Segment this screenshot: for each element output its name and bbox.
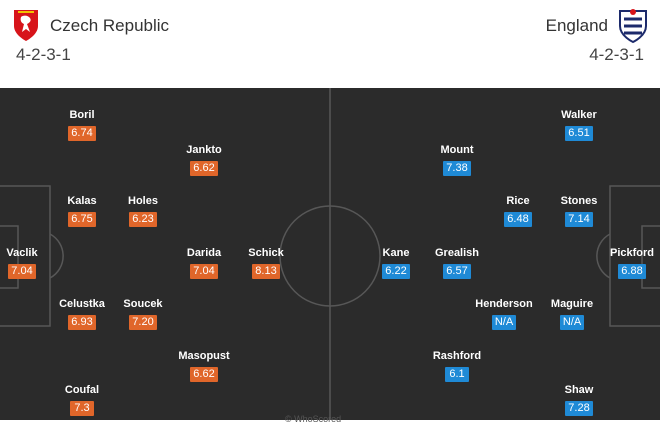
player-name: Darida	[186, 247, 222, 259]
player-rating: 8.13	[252, 264, 280, 279]
player-grealish[interactable]: Grealish 6.57	[417, 247, 497, 279]
player-name: Masopust	[178, 350, 230, 362]
player-coufal[interactable]: Coufal 7.3	[42, 384, 122, 416]
match-header: Czech Republic 4-2-3-1 England 4-2-3-1	[0, 0, 660, 82]
player-rating: N/A	[559, 315, 585, 330]
player-kane[interactable]: Kane 6.22	[356, 247, 436, 279]
player-name: Pickford	[609, 247, 654, 259]
pitch: Boril 6.74 Jankto 6.62 Kalas 6.75 Holes …	[0, 88, 660, 420]
player-name: Schick	[248, 247, 284, 259]
player-rating: 6.1	[445, 367, 469, 382]
player-rating: 6.75	[68, 212, 96, 227]
player-walker[interactable]: Walker 6.51	[539, 109, 619, 141]
player-rating: N/A	[491, 315, 517, 330]
player-rating: 7.3	[70, 401, 94, 416]
player-darida[interactable]: Darida 7.04	[164, 247, 244, 279]
player-shaw[interactable]: Shaw 7.28	[539, 384, 619, 416]
player-jankto[interactable]: Jankto 6.62	[164, 144, 244, 176]
player-schick[interactable]: Schick 8.13	[226, 247, 306, 279]
player-name: Boril	[69, 109, 95, 121]
player-rating: 6.51	[565, 126, 593, 141]
away-formation: 4-2-3-1	[589, 45, 644, 64]
player-name: Henderson	[475, 298, 533, 310]
player-name: Walker	[561, 109, 597, 121]
player-name: Stones	[560, 195, 598, 207]
player-rating: 7.04	[8, 264, 36, 279]
away-team-name[interactable]: England	[545, 16, 608, 35]
player-name: Kane	[382, 247, 410, 259]
player-rating: 6.23	[129, 212, 157, 227]
player-name: Kalas	[67, 195, 97, 207]
player-rating: 7.20	[129, 315, 157, 330]
czech-lion-crest-icon	[14, 10, 38, 41]
player-name: Shaw	[564, 384, 594, 396]
player-name: Soucek	[123, 298, 163, 310]
player-rating: 6.62	[190, 161, 218, 176]
player-name: Jankto	[186, 144, 222, 156]
player-pickford[interactable]: Pickford 6.88	[592, 247, 660, 279]
pitch-markings	[0, 88, 660, 420]
player-rating: 7.14	[565, 212, 593, 227]
player-rating: 6.88	[618, 264, 646, 279]
player-name: Holes	[128, 195, 158, 207]
player-rating: 6.74	[68, 126, 96, 141]
player-rating: 7.28	[565, 401, 593, 416]
player-rating: 6.62	[190, 367, 218, 382]
player-rashford[interactable]: Rashford 6.1	[417, 350, 497, 382]
player-boril[interactable]: Boril 6.74	[42, 109, 122, 141]
home-formation: 4-2-3-1	[16, 45, 71, 64]
player-stones[interactable]: Stones 7.14	[539, 195, 619, 227]
player-rating: 6.57	[443, 264, 471, 279]
player-henderson[interactable]: Henderson N/A	[464, 298, 544, 330]
england-three-lions-crest-icon	[619, 9, 647, 44]
player-mount[interactable]: Mount 7.38	[417, 144, 497, 176]
player-name: Rashford	[432, 350, 482, 362]
player-holes[interactable]: Holes 6.23	[103, 195, 183, 227]
home-team-name[interactable]: Czech Republic	[50, 16, 170, 35]
player-maguire[interactable]: Maguire N/A	[532, 298, 612, 330]
player-name: Mount	[440, 144, 474, 156]
player-soucek[interactable]: Soucek 7.20	[103, 298, 183, 330]
player-masopust[interactable]: Masopust 6.62	[164, 350, 244, 382]
player-name: Coufal	[64, 384, 100, 396]
player-rating: 7.04	[190, 264, 218, 279]
player-name: Maguire	[550, 298, 594, 310]
player-rating: 6.48	[504, 212, 532, 227]
player-vaclik[interactable]: Vaclik 7.04	[0, 247, 62, 279]
player-celustka[interactable]: Celustka 6.93	[42, 298, 122, 330]
player-rating: 6.93	[68, 315, 96, 330]
player-name: Vaclik	[6, 247, 38, 259]
watermark: © WhoScored	[285, 414, 342, 424]
player-name: Rice	[506, 195, 530, 207]
player-rice[interactable]: Rice 6.48	[478, 195, 558, 227]
player-rating: 6.22	[382, 264, 410, 279]
player-rating: 7.38	[443, 161, 471, 176]
player-name: Celustka	[59, 298, 105, 310]
player-kalas[interactable]: Kalas 6.75	[42, 195, 122, 227]
player-name: Grealish	[434, 247, 480, 259]
